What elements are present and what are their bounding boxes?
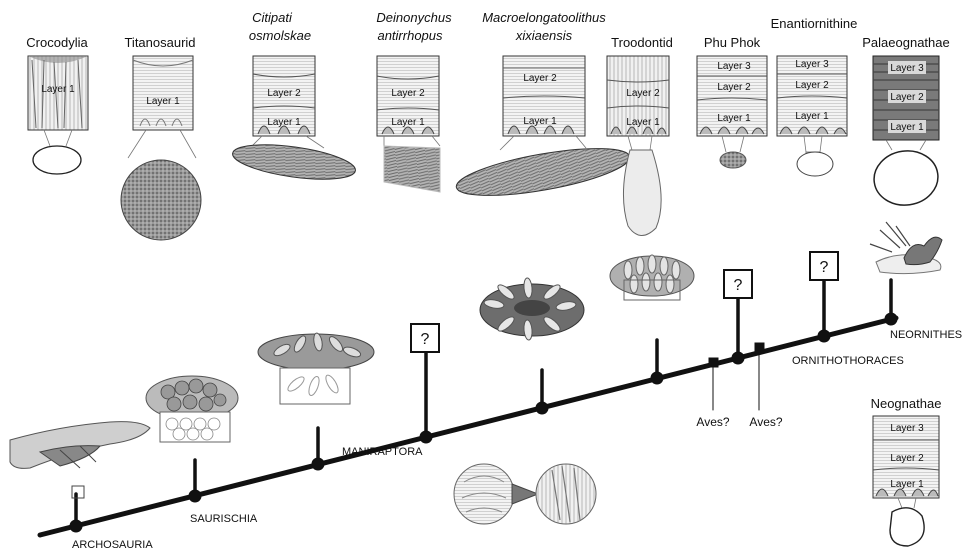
layer-label: Layer 2 <box>391 88 425 99</box>
taxon-label-crocodylia: Crocodylia <box>26 35 88 50</box>
layer-label: Layer 2 <box>890 92 924 103</box>
question-mark: ? <box>734 277 743 294</box>
titanosaur-nest-illustration <box>146 376 238 442</box>
layer-label: Layer 1 <box>626 117 660 128</box>
layer-label: Layer 3 <box>717 61 751 72</box>
taxon-label-citipati-2: osmolskae <box>249 28 311 43</box>
taxon-label-citipati: Citipati <box>252 10 293 25</box>
question-mark: ? <box>421 331 430 348</box>
node-paraves <box>651 372 663 384</box>
node-saurischia <box>189 490 201 502</box>
node-neornithes <box>885 313 897 325</box>
uncertain-marker-phu-phok: ? <box>724 270 752 298</box>
layer-label: Layer 2 <box>717 82 751 93</box>
clade-label-saurischia: SAURISCHIA <box>190 513 258 525</box>
eggshell-section-troodontid: Layer 2 Layer 1 <box>607 56 669 236</box>
layer-label: Layer 1 <box>890 479 924 490</box>
uncertain-marker-enantiornithine: ? <box>810 252 838 280</box>
layer-label: Layer 1 <box>41 84 75 95</box>
layer-label: Layer 2 <box>267 88 301 99</box>
clade-label-ornithothoraces: ORNITHOTHORACES <box>792 355 904 367</box>
uncertain-marker-maniraptora: ? <box>411 324 439 352</box>
aves-marker-1 <box>709 358 718 367</box>
eggshell-section-deinonychus: Layer 2 Layer 1 <box>377 56 440 192</box>
layer-label: Layer 1 <box>267 117 301 128</box>
microstructure-comparison <box>454 464 596 524</box>
node-aves <box>732 352 744 364</box>
node-maniraptora <box>420 431 432 443</box>
eggshell-section-neognathae: Layer 3 Layer 2 Layer 1 <box>873 416 939 546</box>
crocodile-illustration <box>10 422 150 498</box>
eggshell-section-titanosaurid: Layer 1 <box>121 56 201 240</box>
question-mark: ? <box>820 259 829 276</box>
layer-label: Layer 2 <box>523 73 557 84</box>
aves-marker-2 <box>755 343 764 352</box>
node-ornithothoraces <box>818 330 830 342</box>
eggshell-section-enantiornithine: Layer 3 Layer 2 Layer 1 <box>777 56 847 176</box>
layer-label: Layer 1 <box>795 111 829 122</box>
taxon-label-neognathae: Neognathae <box>871 396 942 411</box>
taxon-label-troodontid: Troodontid <box>611 35 673 50</box>
layer-label: Layer 2 <box>890 453 924 464</box>
node-theropod <box>312 458 324 470</box>
layer-label: Layer 2 <box>626 88 660 99</box>
clade-label-archosauria: ARCHOSAURIA <box>72 539 153 551</box>
layer-label: Layer 1 <box>717 113 751 124</box>
layer-label: Layer 3 <box>890 423 924 434</box>
node-oviraptorosaur <box>536 402 548 414</box>
taxon-label-phu-phok: Phu Phok <box>704 35 761 50</box>
eggshell-section-palaeognathae: Layer 3 Layer 2 Layer 1 <box>871 56 942 209</box>
taxon-label-macroelongatoolithus-2: xixiaensis <box>515 28 573 43</box>
clade-label-neornithes: NEORNITHES <box>890 329 962 341</box>
aves-label-2: Aves? <box>749 415 782 429</box>
eggshell-section-macroelongatoolithus: Layer 2 Layer 1 <box>453 56 633 205</box>
layer-label: Layer 3 <box>795 59 829 70</box>
taxon-label-deinonychus-2: antirrhopus <box>377 28 443 43</box>
taxon-label-deinonychus: Deinonychus <box>376 10 452 25</box>
taxon-label-macroelongatoolithus: Macroelongatoolithus <box>482 10 606 25</box>
troodontid-nest-illustration <box>610 255 694 300</box>
macroelongatoolithus-nest-illustration <box>480 278 584 341</box>
layer-label: Layer 1 <box>146 96 180 107</box>
taxon-label-enantiornithine: Enantiornithine <box>771 16 858 31</box>
citipati-nest-illustration <box>258 332 374 404</box>
layer-label: Layer 1 <box>391 117 425 128</box>
layer-label: Layer 3 <box>890 63 924 74</box>
eggshell-section-crocodylia: Layer 1 <box>28 56 88 174</box>
eggshell-section-citipati: Layer 2 Layer 1 <box>231 56 358 185</box>
layer-label: Layer 2 <box>795 80 829 91</box>
aves-label-1: Aves? <box>696 415 729 429</box>
clade-label-maniraptora: MANIRAPTORA <box>342 446 423 458</box>
taxon-label-palaeognathae: Palaeognathae <box>862 35 949 50</box>
taxon-label-titanosaurid: Titanosaurid <box>124 35 195 50</box>
node-archosauria <box>70 520 82 532</box>
eggshell-section-phu-phok: Layer 3 Layer 2 Layer 1 <box>697 56 767 168</box>
bird-nest-illustration <box>870 222 942 274</box>
layer-label: Layer 1 <box>523 116 557 127</box>
layer-label: Layer 1 <box>890 122 924 133</box>
